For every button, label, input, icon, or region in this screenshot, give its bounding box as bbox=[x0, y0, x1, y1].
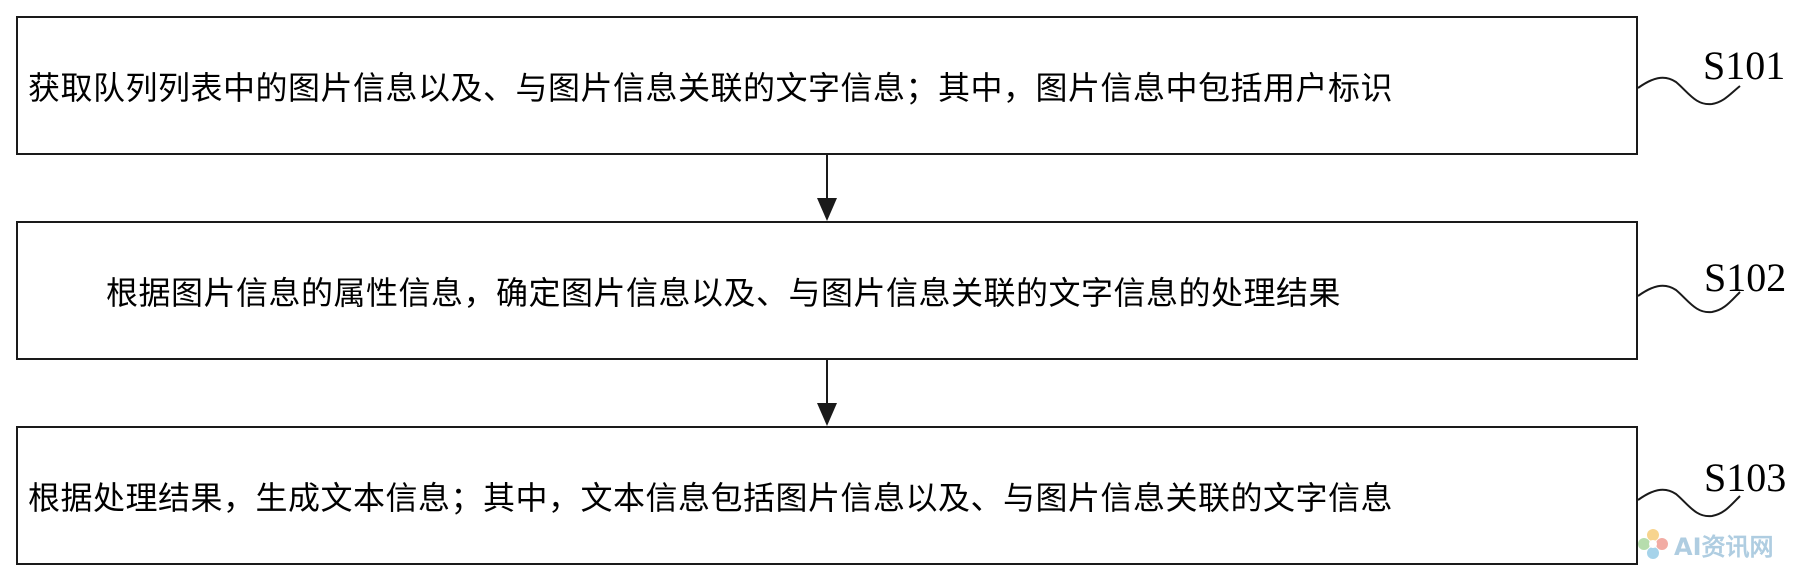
arrow-s102-to-s103 bbox=[817, 360, 837, 426]
step-box-s101: 获取队列列表中的图片信息以及、与图片信息关联的文字信息；其中，图片信息中包括用户… bbox=[16, 16, 1638, 155]
step-label-s103: S103 bbox=[1704, 455, 1787, 500]
step-label-s102: S102 bbox=[1704, 255, 1787, 300]
step-text-s101: 获取队列列表中的图片信息以及、与图片信息关联的文字信息；其中，图片信息中包括用户… bbox=[28, 68, 1394, 107]
watermark-text: AI资讯网 bbox=[1674, 532, 1774, 561]
step-text-s102: 根据图片信息的属性信息，确定图片信息以及、与图片信息关联的文字信息的处理结果 bbox=[106, 273, 1342, 312]
step-box-s102: 根据图片信息的属性信息，确定图片信息以及、与图片信息关联的文字信息的处理结果 bbox=[16, 221, 1638, 360]
watermark: AI资讯网 bbox=[1636, 524, 1788, 564]
step-label-s101: S101 bbox=[1703, 43, 1786, 88]
flower-logo-icon bbox=[1638, 529, 1668, 559]
step-box-s103: 根据处理结果，生成文本信息；其中，文本信息包括图片信息以及、与图片信息关联的文字… bbox=[16, 426, 1638, 565]
arrow-s101-to-s102 bbox=[817, 155, 837, 221]
step-text-s103: 根据处理结果，生成文本信息；其中，文本信息包括图片信息以及、与图片信息关联的文字… bbox=[28, 478, 1394, 517]
